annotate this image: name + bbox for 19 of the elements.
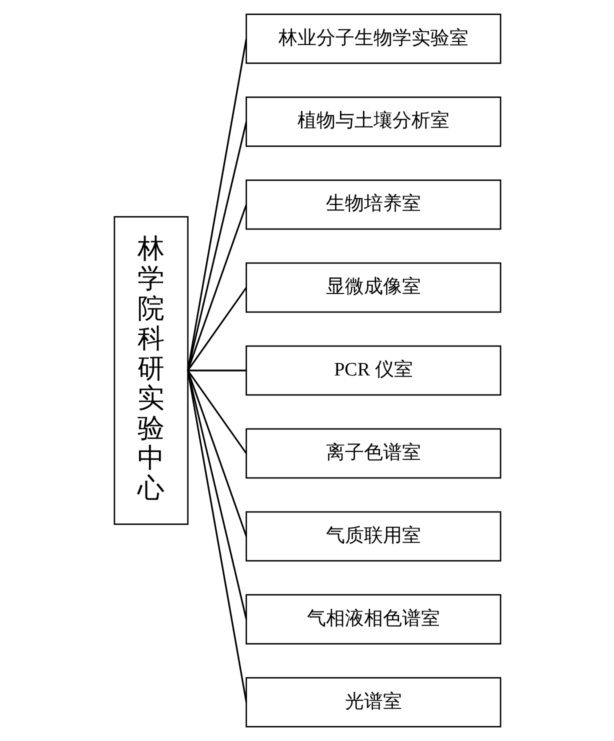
node-box: 林学院科研实验中心	[113, 216, 188, 525]
node-box: 林业分子生物学实验室	[245, 14, 501, 64]
node-box: 植物与土壤分析室	[245, 96, 501, 147]
connector	[186, 122, 247, 371]
connector	[186, 370, 247, 537]
node-box: 离子色谱室	[245, 428, 501, 479]
connector	[186, 287, 246, 371]
connector	[186, 370, 246, 454]
node-box: 气相液相色谱室	[245, 594, 501, 644]
connector	[186, 370, 247, 620]
connector	[186, 370, 247, 702]
node-box: PCR 仪室	[245, 345, 501, 396]
node-box: 生物培养室	[245, 179, 501, 230]
connector	[186, 38, 247, 371]
node-box: 气质联用室	[245, 511, 501, 562]
connector	[186, 204, 247, 371]
node-box: 光谱室	[245, 677, 501, 728]
connector	[187, 370, 246, 372]
node-box: 显微成像室	[245, 262, 501, 313]
